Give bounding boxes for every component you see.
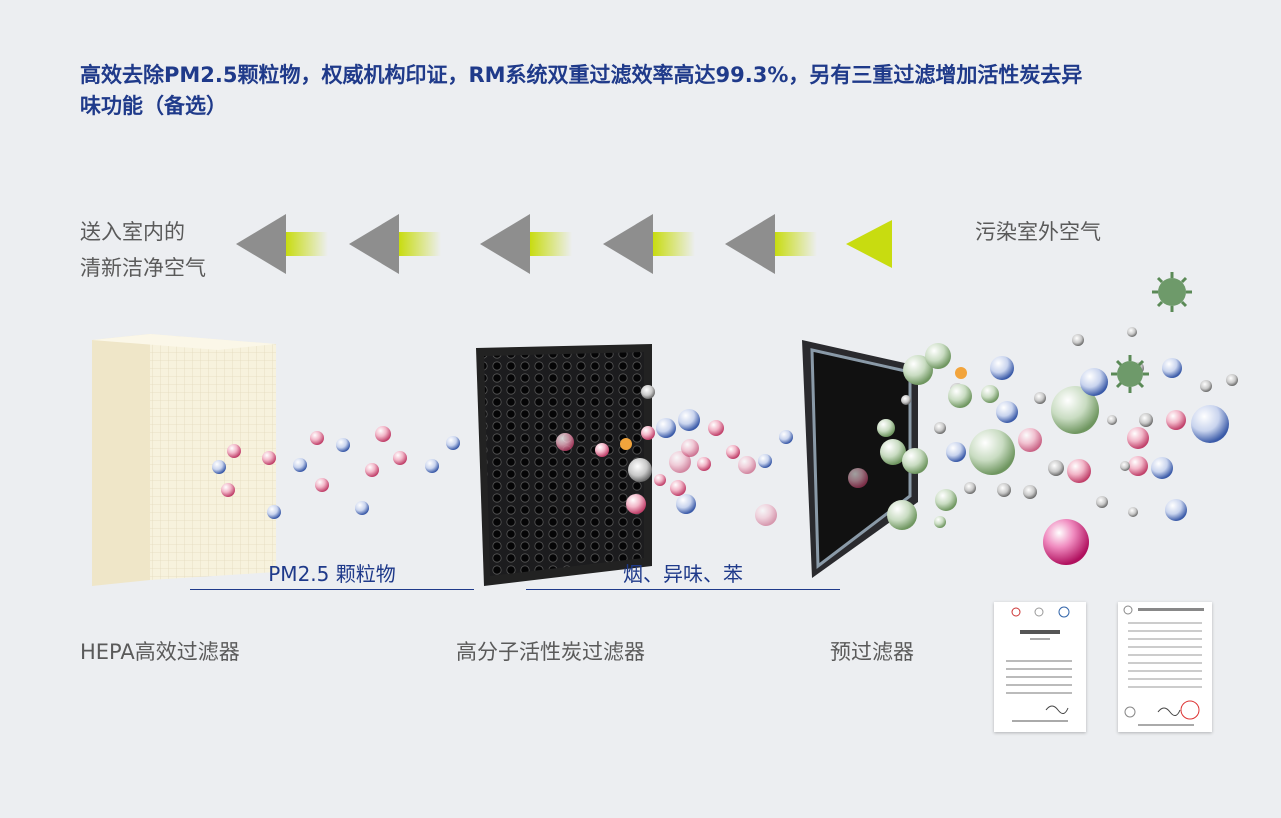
clean-air-label-line2: 清新洁净空气: [80, 256, 206, 280]
certificate-graphic: [1123, 605, 1204, 726]
flow-arrow-icon: [480, 214, 572, 274]
pm25-band-line: [190, 589, 474, 590]
particle-bubble-icon: [212, 426, 460, 519]
virus-icon: [1111, 355, 1149, 393]
virus-icon: [1152, 272, 1192, 312]
particle-bubble-icon: [556, 385, 868, 526]
smoke-band-label: 烟、异味、苯: [623, 562, 743, 586]
hepa-filter: [92, 334, 276, 586]
flow-arrow-icon: [725, 214, 817, 274]
carbon-filter-label: 高分子活性炭过滤器: [456, 640, 645, 664]
flow-arrow-icon: [236, 214, 328, 274]
flow-arrow-icon: [846, 220, 892, 268]
test-report-graphic: [1006, 606, 1072, 722]
headline: 高效去除PM2.5颗粒物，权威机构印证，RM系统双重过滤效率高达99.3%，另有…: [80, 60, 1200, 122]
pre-filter-label: 预过滤器: [830, 640, 914, 664]
particle-bubble-icon: [877, 327, 1238, 565]
flow-arrow-icon: [349, 214, 441, 274]
headline-line1: 高效去除PM2.5颗粒物，权威机构印证，RM系统双重过滤效率高达99.3%，另有…: [80, 63, 1083, 87]
clean-air-label-line1: 送入室内的: [80, 220, 185, 244]
test-report-document: [994, 602, 1086, 732]
carbon-filter: [476, 344, 652, 586]
pm25-band-label: PM2.5 颗粒物: [268, 562, 396, 586]
flow-arrow-icon: [603, 214, 695, 274]
smoke-band-line: [526, 589, 840, 590]
certificate-document: [1118, 602, 1212, 732]
headline-line2: 味功能（备选）: [80, 94, 227, 118]
polluted-air-label: 污染室外空气: [975, 220, 1101, 244]
clean-air-label: 送入室内的 清新洁净空气: [80, 214, 206, 286]
hepa-filter-label: HEPA高效过滤器: [80, 640, 240, 664]
